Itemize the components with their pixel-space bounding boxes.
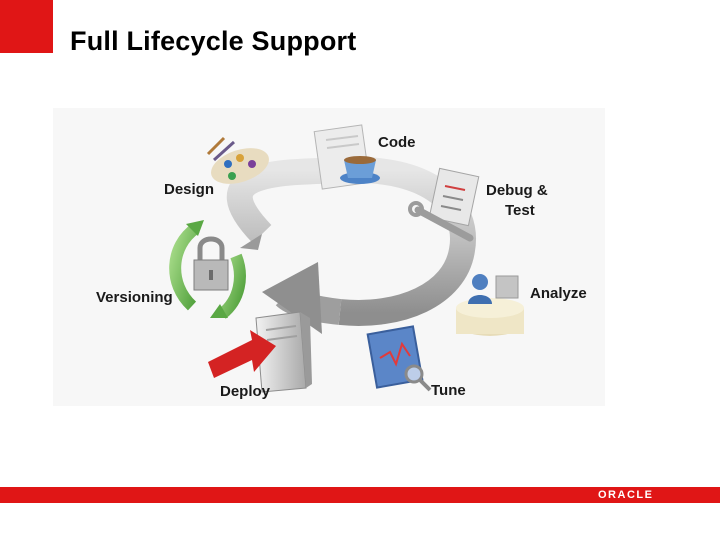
brand-red-square: [0, 0, 53, 53]
footer-bar: [0, 487, 720, 503]
stage-label-deploy: Deploy: [220, 383, 271, 400]
server-arrow-icon: [208, 311, 312, 393]
paint-palette-icon: [206, 136, 269, 184]
slide-title: Full Lifecycle Support: [70, 26, 357, 56]
wrench-checklist-icon: [408, 167, 480, 242]
stage-label-debug: Debug &: [486, 182, 548, 199]
stage-label-versioning: Versioning: [96, 289, 173, 306]
padlock-cycle-icon: [169, 220, 246, 319]
stage-label-tune: Tune: [431, 382, 466, 399]
analyst-desk-icon: [456, 274, 524, 336]
oracle-logo: ORACLE: [598, 489, 654, 501]
stage-label-design: Design: [164, 181, 215, 198]
stage-label-code: Code: [378, 134, 416, 151]
stage-label-analyze: Analyze: [530, 285, 587, 302]
monitor-magnifier-icon: [366, 325, 432, 392]
stage-label-test: Test: [505, 202, 535, 219]
coffee-cup-document-icon: [313, 124, 380, 190]
cycle-arrow-icon: [226, 156, 476, 334]
